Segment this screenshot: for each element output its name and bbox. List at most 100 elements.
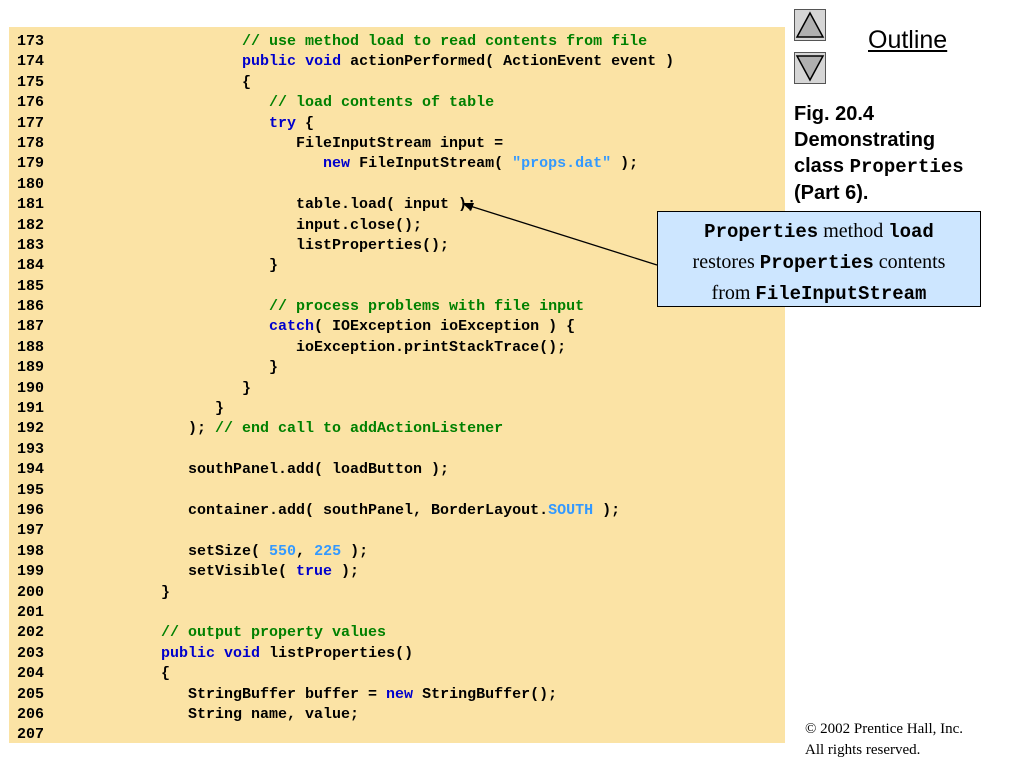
callout-code: load <box>888 221 934 243</box>
next-slide-button[interactable] <box>794 52 826 84</box>
code-line: 198 setSize( 550, 225 ); <box>17 542 674 562</box>
line-number: 203 <box>17 644 45 662</box>
code-text: actionPerformed( ActionEvent event ) <box>341 53 675 71</box>
code-line: 199 setVisible( true ); <box>17 562 674 582</box>
code-keyword: true <box>296 563 333 581</box>
code-text: ioException.printStackTrace(); <box>107 338 567 356</box>
line-number: 186 <box>17 298 45 316</box>
code-text: StringBuffer(); <box>413 685 558 703</box>
line-number: 201 <box>17 603 45 621</box>
code-line: 193 <box>17 440 674 460</box>
figure-caption: Fig. 20.4 Demonstrating class Properties… <box>794 101 964 206</box>
figure-number: Fig. 20.4 <box>794 103 875 125</box>
code-comment: // load contents of table <box>269 94 495 112</box>
line-number: 193 <box>17 440 45 458</box>
code-line: 185 <box>17 277 674 297</box>
code-comment: // use method load to read contents from… <box>242 33 648 50</box>
line-number: 194 <box>17 461 45 479</box>
code-text: } <box>107 379 252 397</box>
code-text: ); <box>107 420 216 438</box>
code-text: { <box>107 665 171 683</box>
code-line: 176 // load contents of table <box>17 93 674 113</box>
code-text: input.close(); <box>107 216 423 234</box>
line-number: 206 <box>17 705 45 723</box>
line-number: 179 <box>17 155 45 173</box>
line-number: 184 <box>17 257 45 275</box>
line-number: 183 <box>17 236 45 254</box>
line-number: 207 <box>17 726 45 744</box>
callout-line-3: from FileInputStream <box>658 278 980 309</box>
previous-slide-button[interactable] <box>794 9 826 41</box>
callout-text: contents <box>873 251 946 273</box>
code-keyword: void <box>224 644 261 662</box>
line-number: 178 <box>17 134 45 152</box>
code-line: 197 <box>17 521 674 541</box>
code-keyword: public <box>161 644 216 662</box>
line-number: 189 <box>17 359 45 377</box>
code-line: 179 new FileInputStream( "props.dat" ); <box>17 154 674 174</box>
code-comment: // end call to addActionListener <box>215 420 504 438</box>
code-text: FileInputStream input = <box>107 134 504 152</box>
line-number: 198 <box>17 542 45 560</box>
line-number: 181 <box>17 196 45 214</box>
code-line: 202 // output property values <box>17 623 674 643</box>
code-comment: // process problems with file input <box>269 298 585 316</box>
code-text: } <box>107 359 279 377</box>
code-text: { <box>296 114 315 132</box>
line-number: 185 <box>17 277 45 295</box>
code-lines: 173 // use method load to read contents … <box>17 32 674 746</box>
code-text: ); <box>593 501 621 519</box>
code-text: String name, value; <box>107 705 360 723</box>
line-number: 197 <box>17 522 45 540</box>
line-number: 191 <box>17 400 45 418</box>
outline-link[interactable]: Outline <box>868 26 948 54</box>
line-number: 199 <box>17 563 45 581</box>
code-line: 177 try { <box>17 114 674 134</box>
code-keyword: try <box>269 114 297 132</box>
figure-class-prefix: class <box>794 155 850 177</box>
code-text: ); <box>332 563 360 581</box>
callout-text: restores <box>692 251 760 273</box>
line-number: 195 <box>17 481 45 499</box>
figure-class-line: class Properties <box>794 153 964 180</box>
code-text: setSize( <box>107 542 270 560</box>
code-line: 184 } <box>17 256 674 276</box>
code-keyword: new <box>323 155 351 173</box>
code-comment: // output property values <box>161 624 387 642</box>
code-text: table.load( input ); <box>107 196 477 214</box>
code-line: 174 public void actionPerformed( ActionE… <box>17 52 674 72</box>
code-text: , <box>296 542 315 560</box>
line-number: 177 <box>17 114 45 132</box>
code-line: 180 <box>17 175 674 195</box>
copyright-line: © 2002 Prentice Hall, Inc. <box>805 721 964 737</box>
code-line: 186 // process problems with file input <box>17 297 674 317</box>
code-line: 194 southPanel.add( loadButton ); <box>17 460 674 480</box>
code-keyword: public <box>242 53 297 71</box>
code-text: listProperties(); <box>107 236 450 254</box>
code-line: 175 { <box>17 73 674 93</box>
code-text: } <box>107 583 171 601</box>
code-text: container.add( southPanel, BorderLayout. <box>107 501 549 519</box>
copyright-rights: All rights reserved. <box>805 742 921 758</box>
code-text: setVisible( <box>107 563 297 581</box>
line-number: 190 <box>17 379 45 397</box>
line-number: 187 <box>17 318 45 336</box>
line-number: 174 <box>17 53 45 71</box>
callout-line-1: Properties method load <box>658 216 980 247</box>
code-keyword: void <box>305 53 342 71</box>
code-line: 200 } <box>17 583 674 603</box>
code-line: 191 } <box>17 399 674 419</box>
line-number: 202 <box>17 624 45 642</box>
triangle-down-icon <box>795 55 825 82</box>
code-line: 187 catch( IOException ioException ) { <box>17 317 674 337</box>
code-line: 207 <box>17 725 674 745</box>
line-number: 180 <box>17 175 45 193</box>
code-literal: "props.dat" <box>512 155 612 173</box>
code-text: { <box>107 73 252 91</box>
callout-code: FileInputStream <box>755 283 927 305</box>
code-text: ); <box>611 155 639 173</box>
line-number: 188 <box>17 338 45 356</box>
code-text: ); <box>341 542 369 560</box>
figure-part: (Part 6). <box>794 182 869 204</box>
